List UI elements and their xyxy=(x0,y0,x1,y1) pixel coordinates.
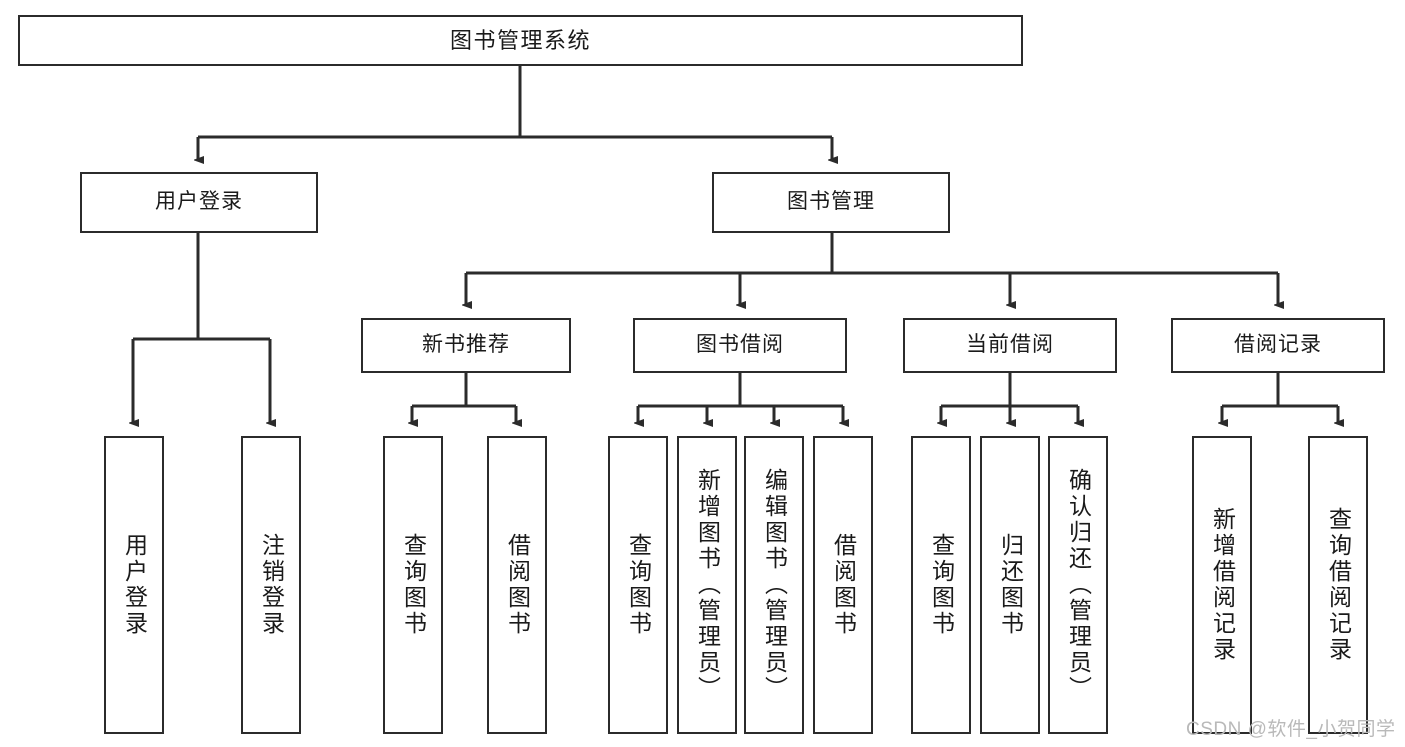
node-label: 图书管理系统 xyxy=(449,27,591,53)
node-label: 当前借阅 xyxy=(966,333,1054,357)
node-label: 借阅记录 xyxy=(1234,333,1322,357)
node-label: 新书推荐 xyxy=(422,333,510,357)
node-user-login[interactable]: 用户登录 xyxy=(80,172,318,233)
node-leaf-borrow-book-2[interactable]: 借阅图书 xyxy=(813,436,873,734)
node-book-borrow[interactable]: 图书借阅 xyxy=(633,318,847,373)
node-leaf-query-book-2[interactable]: 查询图书 xyxy=(608,436,668,734)
node-label: 编辑图书（管理员） xyxy=(761,468,788,702)
node-leaf-add-borrow-record[interactable]: 新增借阅记录 xyxy=(1192,436,1252,734)
node-label: 借阅图书 xyxy=(504,533,531,637)
node-label: 注销登录 xyxy=(258,533,285,637)
node-book-manage[interactable]: 图书管理 xyxy=(712,172,950,233)
node-leaf-query-book-1[interactable]: 查询图书 xyxy=(383,436,443,734)
node-leaf-add-book[interactable]: 新增图书（管理员） xyxy=(677,436,737,734)
node-leaf-user-logout[interactable]: 注销登录 xyxy=(241,436,301,734)
node-leaf-confirm-return[interactable]: 确认归还（管理员） xyxy=(1048,436,1108,734)
node-leaf-return-book[interactable]: 归还图书 xyxy=(980,436,1040,734)
watermark-credit: CSDN @软件_小贺同学 xyxy=(1186,719,1396,740)
node-label: 用户登录 xyxy=(155,190,243,214)
node-leaf-user-login[interactable]: 用户登录 xyxy=(104,436,164,734)
node-label: 新增借阅记录 xyxy=(1209,507,1236,663)
node-label: 查询借阅记录 xyxy=(1325,507,1352,663)
node-leaf-query-borrow-record[interactable]: 查询借阅记录 xyxy=(1308,436,1368,734)
node-label: 借阅图书 xyxy=(830,533,857,637)
node-leaf-query-book-3[interactable]: 查询图书 xyxy=(911,436,971,734)
node-label: 归还图书 xyxy=(997,533,1024,637)
node-label: 图书借阅 xyxy=(696,333,784,357)
node-label: 确认归还（管理员） xyxy=(1065,468,1092,702)
node-label: 查询图书 xyxy=(400,533,427,637)
node-borrow-record[interactable]: 借阅记录 xyxy=(1171,318,1385,373)
node-label: 图书管理 xyxy=(787,190,875,214)
node-leaf-borrow-book-1[interactable]: 借阅图书 xyxy=(487,436,547,734)
node-root-system[interactable]: 图书管理系统 xyxy=(18,15,1023,66)
node-label: 查询图书 xyxy=(625,533,652,637)
node-label: 用户登录 xyxy=(121,533,148,637)
node-leaf-edit-book[interactable]: 编辑图书（管理员） xyxy=(744,436,804,734)
node-label: 查询图书 xyxy=(928,533,955,637)
node-new-book-recommend[interactable]: 新书推荐 xyxy=(361,318,571,373)
node-label: 新增图书（管理员） xyxy=(694,468,721,702)
node-current-borrow[interactable]: 当前借阅 xyxy=(903,318,1117,373)
